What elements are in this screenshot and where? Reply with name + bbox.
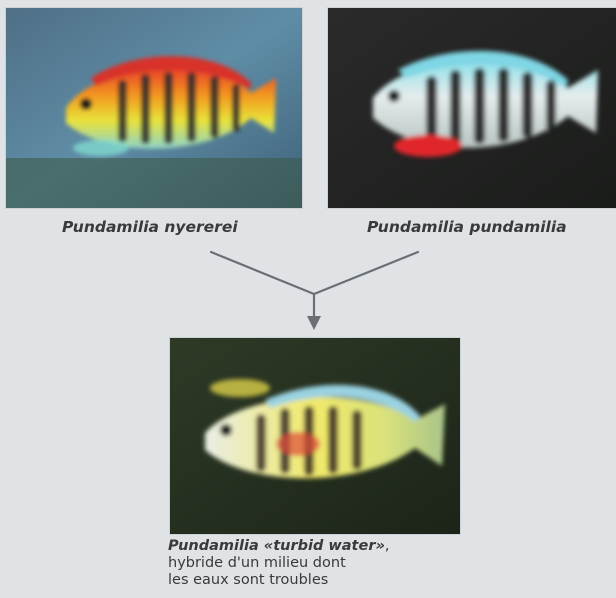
- arrow-head: [307, 316, 321, 330]
- hybrid-description-line-1: hybride d'un milieu dont: [168, 555, 390, 572]
- hybrid-description-line-2: les eaux sont troubles: [168, 572, 390, 589]
- hybrid-name: Pundamilia «turbid water»: [168, 538, 385, 554]
- caption-parent-pundamilia: Pundamilia pundamilia: [367, 218, 567, 236]
- photo-pundamilia-pundamilia: [328, 8, 616, 208]
- caption-parent-nyererei: Pundamilia nyererei: [62, 218, 238, 236]
- photo-pundamilia-nyererei: [6, 8, 302, 208]
- hybrid-name-suffix: ,: [385, 538, 390, 554]
- fish-nyererei-image: [6, 8, 302, 208]
- caption-hybrid: Pundamilia «turbid water», hybride d'un …: [168, 538, 390, 589]
- fish-pundamilia-image: [328, 8, 616, 208]
- arrow-right-branch: [314, 252, 418, 294]
- photo-hybrid-turbid-water: [170, 338, 460, 534]
- hybrid-title-line: Pundamilia «turbid water»,: [168, 538, 390, 555]
- arrow-left-branch: [211, 252, 314, 294]
- fish-hybrid-image: [170, 338, 460, 534]
